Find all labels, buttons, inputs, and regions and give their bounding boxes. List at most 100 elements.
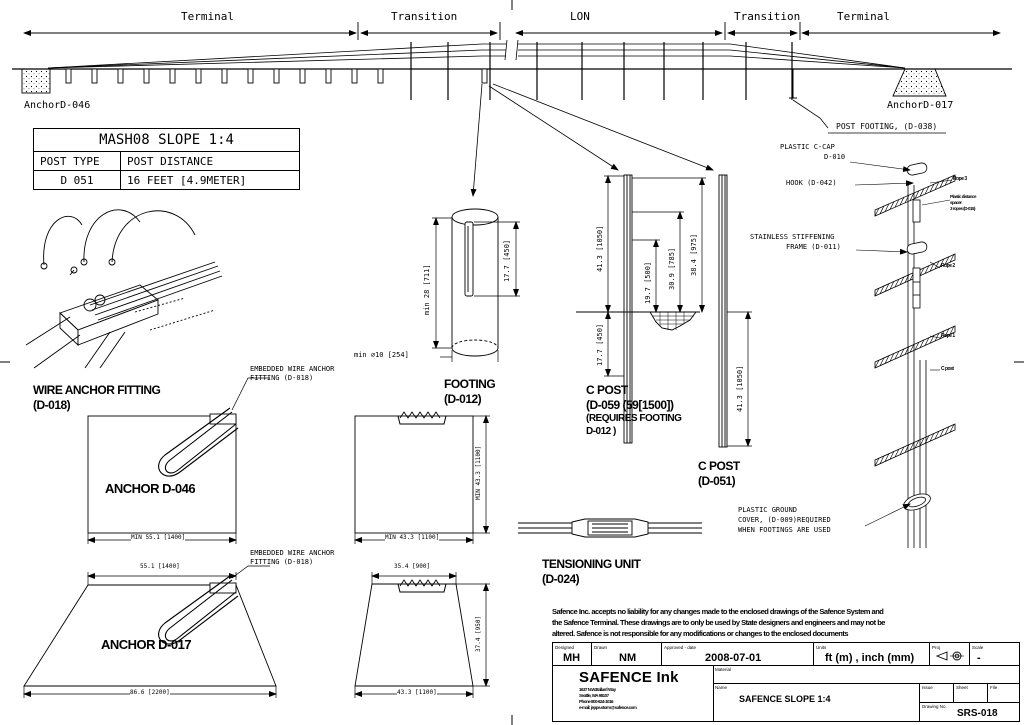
- drawing-no-label: Drawing No.: [922, 704, 947, 709]
- rope1-label: Rope 1: [941, 333, 955, 339]
- address-line-2: Seattle, WA 98107: [579, 693, 609, 698]
- anchor-046-side-dim-height: MIN 43.3 [1100]: [475, 445, 482, 500]
- anchor-017-side-dim-top: 35.4 [900]: [394, 563, 431, 570]
- post-short: [195, 68, 202, 84]
- c-post-059: [623, 174, 633, 444]
- plastic-ccap-label-2: D-010: [824, 153, 846, 161]
- anchor-017-side-dim-height: 37.4 [950]: [475, 615, 482, 652]
- zone-dimension-lines: [23, 22, 1001, 40]
- ground-cover-label-2: COVER, (D-009)REQUIRED: [738, 516, 831, 524]
- cpost-059-dim-309: 30.9 [785]: [668, 247, 676, 290]
- footing-cylinder: [451, 208, 499, 357]
- drawing-name: SAFENCE SLOPE 1:4: [739, 694, 831, 704]
- anchor-017-side-dim-bottom: 43.3 [1100]: [397, 689, 437, 696]
- anchor-017-side: [354, 583, 474, 687]
- zone-transition-right: Transition: [734, 10, 801, 23]
- cpost-051-title-2: (D-051): [698, 474, 736, 488]
- drawing-no-value: SRS-018: [957, 708, 998, 719]
- file-label: File: [990, 685, 998, 690]
- disclaimer-line-1: Safence Inc. accepts no liability for an…: [552, 607, 884, 616]
- disclaimer-line-3: altered. Safence is not responsible for …: [552, 629, 849, 638]
- rope-lines: [47, 43, 906, 69]
- rope2-label: Rope 2: [941, 263, 955, 269]
- disclaimer-line-2: the Safence Terminal. These drawings are…: [552, 618, 885, 627]
- post-short: [351, 68, 358, 84]
- wire-anchor-title-2: (D-018): [33, 398, 71, 412]
- slope-table-cell-distance: 16 FEET [4.9METER]: [120, 170, 300, 190]
- designed-label: Designed: [555, 645, 575, 650]
- drawn-label: Drawn: [594, 645, 608, 650]
- tensioning-title-2: (D-024): [542, 572, 580, 586]
- cpost-059-note-2: D-012 ): [586, 426, 616, 437]
- address-line-4: e-mail: jeppe.storm@safence.com: [579, 705, 637, 710]
- post-footing-label: POST FOOTING, (D-038): [836, 122, 938, 131]
- footing-dim-diameter: min ⌀10 [254]: [354, 351, 409, 359]
- title-block: Designed MH Drawn NM Approved - date 200…: [552, 642, 1020, 722]
- anchor-left-label: AnchorD-046: [24, 100, 91, 111]
- anchor-046-label: ANCHOR D-046: [105, 481, 196, 496]
- post-short: [91, 68, 98, 84]
- cpost-059-dim-177: 17.7 [450]: [596, 323, 604, 366]
- slope-table-header-distance: POST DISTANCE: [120, 151, 300, 171]
- zone-transition-left: Transition: [391, 10, 458, 23]
- spacer-label-2: spacer: [950, 200, 962, 205]
- post-short: [299, 68, 306, 84]
- company-name: SAFENCE Ink: [579, 669, 679, 686]
- anchor-right-label: AnchorD-017: [887, 100, 954, 111]
- post-short: [65, 68, 72, 84]
- footing-title-2: (D-012): [444, 392, 482, 406]
- post-short: [273, 68, 280, 84]
- designed-value: MH: [563, 652, 581, 664]
- post-short: [117, 68, 124, 84]
- footing-root: [649, 311, 697, 331]
- tensioning-title-1: TENSIONING UNIT: [542, 557, 641, 571]
- spacer-label-3: 3 ropes (D-015): [950, 206, 976, 211]
- zone-lon: LON: [570, 10, 590, 23]
- slope-table: MASH08 SLOPE 1:4 POST TYPE POST DISTANCE…: [33, 128, 300, 190]
- tensioning-unit: [518, 518, 702, 538]
- rope-detail: [874, 162, 956, 548]
- cpost-059-dim-413: 41.3 [1050]: [596, 225, 604, 272]
- hook-label: HOOK (D-042): [786, 179, 837, 187]
- anchor-017-dim-bottom: 86.6 [2200]: [130, 689, 170, 696]
- footing-dim-slot: 17.7 [450]: [503, 239, 511, 282]
- drawn-value: NM: [619, 652, 637, 664]
- zone-terminal-right: Terminal: [837, 10, 890, 23]
- slope-table-header-type: POST TYPE: [33, 151, 121, 171]
- anchor-046-side-dim-width: MIN 43.3 [1100]: [385, 534, 440, 541]
- wire-anchor-sketch: [25, 209, 223, 369]
- c-post-051: [718, 174, 728, 448]
- post-short: [169, 68, 176, 84]
- stiffening-label-1: STAINLESS STIFFENING: [750, 233, 835, 241]
- post-short: [247, 68, 254, 84]
- post-short: [221, 68, 228, 84]
- post-short: [325, 68, 332, 84]
- ground-cover-label-1: PLASTIC GROUND: [738, 506, 798, 514]
- terminal-posts: [65, 42, 793, 100]
- slope-table-cell-type: D 051: [33, 170, 121, 190]
- anchor-017-label: ANCHOR D-017: [101, 637, 192, 652]
- approved-label: Approved - date: [664, 645, 697, 650]
- embedded-label-046-1: EMBEDDED WIRE ANCHOR: [250, 365, 335, 373]
- anchor-block-left: [21, 68, 51, 94]
- stiffening-label-2: FRAME (D-011): [786, 243, 841, 251]
- issue-label: Issue: [922, 685, 933, 690]
- post-short: [377, 68, 384, 84]
- cpost-051-title-1: C POST: [698, 459, 740, 473]
- embedded-label-046-2: FITTING (D-018): [250, 374, 314, 382]
- rope-bar: [874, 423, 956, 467]
- embedded-label-017-1: EMBEDDED WIRE ANCHOR: [250, 549, 335, 557]
- address-line-3: Phone 800-624-1016: [579, 699, 614, 704]
- projection-icon: [935, 651, 964, 661]
- zone-terminal-left: Terminal: [181, 10, 234, 23]
- anchor-017-front: [23, 582, 277, 687]
- units-label: Units: [816, 645, 827, 650]
- rope3-label: Rope 3: [953, 176, 967, 182]
- ground-cover-label-3: WHEN FOOTINGS ARE USED: [738, 526, 831, 534]
- anchor-block-right: [892, 68, 947, 97]
- proj-label: Proj: [932, 645, 941, 650]
- anchor-046-front: [87, 413, 237, 534]
- units-value: ft (m) , inch (mm): [825, 652, 915, 664]
- embedded-label-017-2: FITTING (D-018): [250, 558, 314, 566]
